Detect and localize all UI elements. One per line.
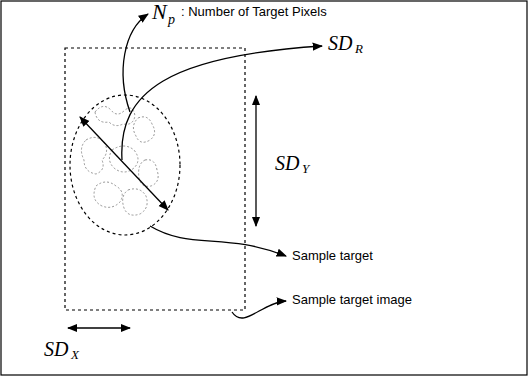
- sample-image-box: [65, 48, 245, 310]
- symbol-label: N: [152, 0, 167, 24]
- symbol-label: SD: [275, 152, 299, 174]
- dimension-arrow: [80, 117, 168, 210]
- leader-line: [123, 14, 148, 112]
- subscript-label: p: [168, 12, 175, 27]
- dimension-arrow: [255, 96, 256, 226]
- target-blob: [123, 189, 147, 215]
- target-blob: [94, 182, 122, 207]
- target-blobs: [81, 106, 158, 215]
- part-label: Sample target: [292, 249, 373, 263]
- subscript-label: Y: [302, 162, 309, 176]
- leader-line: [122, 46, 322, 160]
- target-blob: [81, 137, 106, 174]
- subscript-label: R: [355, 42, 363, 56]
- leader-line: [150, 226, 286, 256]
- dimension-arrow: [68, 327, 130, 328]
- note-label: : Number of Target Pixels: [181, 5, 327, 19]
- part-label: Sample target image: [292, 293, 412, 307]
- target-blob: [109, 146, 138, 172]
- target-blob: [133, 117, 154, 142]
- target-ellipse: [70, 95, 180, 235]
- leader-line: [232, 301, 286, 318]
- subscript-label: X: [71, 348, 79, 362]
- symbol-label: SD: [44, 338, 68, 360]
- symbol-label: SD: [328, 32, 352, 54]
